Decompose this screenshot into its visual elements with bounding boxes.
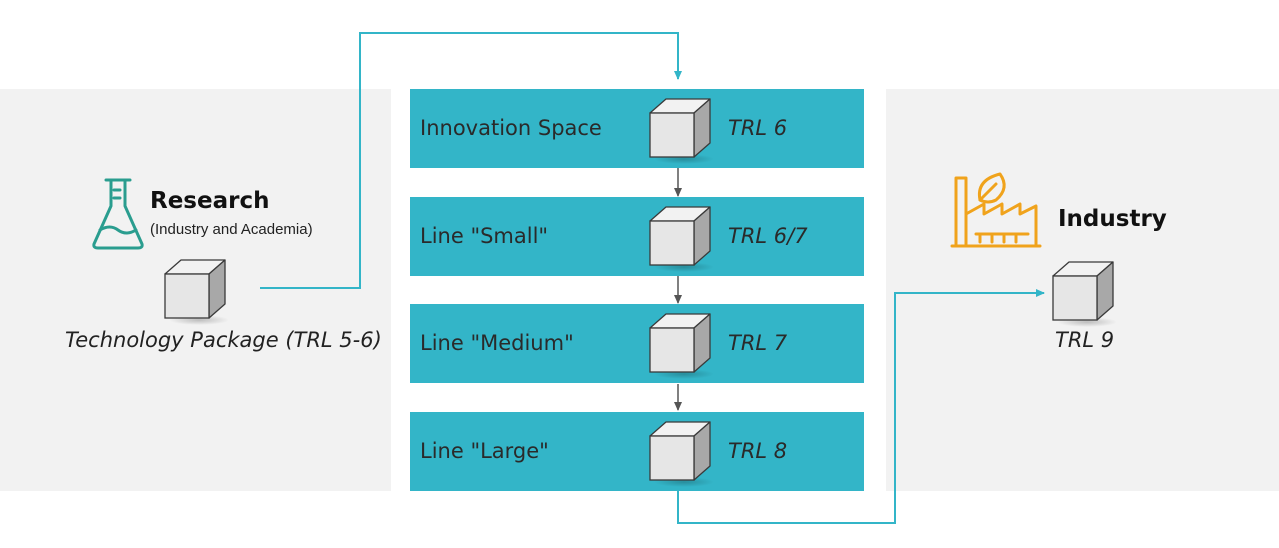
technology-package-label: Technology Package (TRL 5-6)	[65, 328, 382, 352]
cube-icon	[648, 95, 714, 165]
technology-package-cube-icon	[163, 256, 229, 326]
stage-trl: TRL 8	[728, 439, 788, 463]
stage-line-medium: Line "Medium" TRL 7	[410, 304, 864, 383]
industry-title: Industry	[1058, 206, 1167, 232]
cube-icon	[648, 203, 714, 273]
stage-label: Innovation Space	[420, 116, 602, 140]
stage-line-large: Line "Large" TRL 8	[410, 412, 864, 491]
stage-trl: TRL 6/7	[728, 224, 808, 248]
cube-icon	[648, 310, 714, 380]
stage-trl: TRL 6	[728, 116, 788, 140]
cube-icon	[648, 418, 714, 488]
factory-leaf-icon	[950, 172, 1042, 248]
connector-research-to-innovation	[260, 32, 682, 289]
connector-large-to-industry	[677, 289, 1045, 524]
industry-trl-label: TRL 9	[1055, 328, 1115, 352]
stage-line-small: Line "Small" TRL 6/7	[410, 197, 864, 276]
stage-label: Line "Medium"	[420, 331, 574, 355]
stage-innovation-space: Innovation Space TRL 6	[410, 89, 864, 168]
stage-label: Line "Small"	[420, 224, 549, 248]
stage-trl: TRL 7	[728, 331, 788, 355]
research-title: Research	[150, 188, 270, 214]
flask-icon	[92, 178, 144, 250]
industry-cube-icon	[1051, 258, 1117, 328]
research-subtitle: (Industry and Academia)	[150, 221, 313, 238]
stage-label: Line "Large"	[420, 439, 549, 463]
